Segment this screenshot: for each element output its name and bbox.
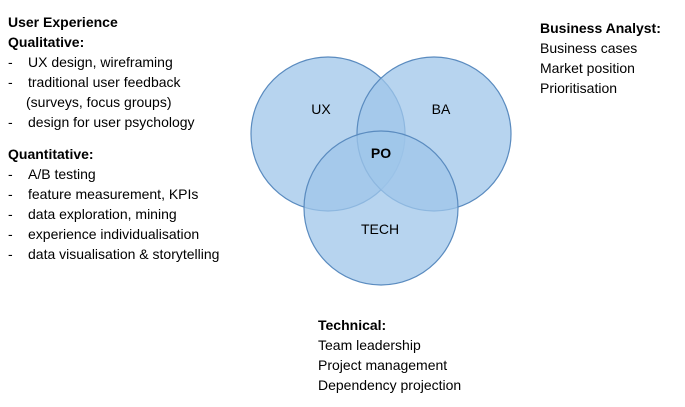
- venn-circles: [250, 56, 512, 286]
- list-item-text: traditional user feedback: [28, 74, 181, 90]
- technical-heading: Technical:: [318, 317, 387, 333]
- list-item: data exploration, mining: [8, 204, 268, 224]
- list-item: UX design, wireframing: [8, 52, 268, 72]
- venn-label-tech: TECH: [361, 221, 399, 237]
- list-item: Dependency projection: [318, 377, 462, 393]
- list-item: feature measurement, KPIs: [8, 184, 268, 204]
- list-item: data visualisation & storytelling: [8, 244, 268, 264]
- list-item: design for user psychology: [8, 112, 268, 132]
- ux-title: User Experience: [8, 14, 118, 30]
- list-item: Prioritisation: [540, 80, 618, 96]
- quantitative-heading: Quantitative:: [8, 146, 94, 162]
- qualitative-list: UX design, wireframing traditional user …: [8, 52, 268, 132]
- venn-label-ba: BA: [432, 101, 451, 117]
- business-analyst-section: Business Analyst: Business cases Market …: [540, 18, 680, 98]
- technical-section: Technical: Team leadership Project manag…: [318, 315, 518, 395]
- circle-tech: [303, 130, 459, 286]
- list-item-continuation: (surveys, focus groups): [26, 94, 172, 110]
- business-analyst-heading: Business Analyst:: [540, 20, 661, 36]
- quantitative-list: A/B testing feature measurement, KPIs da…: [8, 164, 268, 264]
- ux-section: User Experience Qualitative: UX design, …: [8, 12, 268, 264]
- list-item: Business cases: [540, 40, 638, 56]
- qualitative-heading: Qualitative:: [8, 34, 85, 50]
- venn-label-ux: UX: [311, 101, 331, 117]
- list-item: A/B testing: [8, 164, 268, 184]
- list-item: Team leadership: [318, 337, 421, 353]
- list-item: Market position: [540, 60, 635, 76]
- list-item: Project management: [318, 357, 448, 373]
- venn-label-po: PO: [371, 145, 391, 161]
- list-item: traditional user feedback (surveys, focu…: [8, 72, 268, 112]
- list-item: experience individualisation: [8, 224, 268, 244]
